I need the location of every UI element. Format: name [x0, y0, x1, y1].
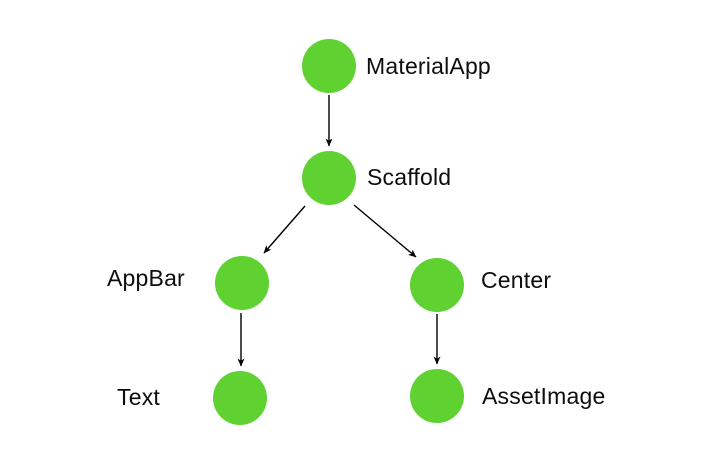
node-scaffold-label: Scaffold	[367, 164, 452, 190]
node-center-label: Center	[481, 267, 552, 293]
edge-scaffold-appbar	[263, 205, 306, 254]
node-center-circle	[410, 258, 464, 312]
node-text-label: Text	[117, 384, 160, 410]
node-materialapp-circle	[302, 39, 356, 93]
node-assetimage-circle	[410, 369, 464, 423]
node-scaffold-circle	[302, 151, 356, 205]
node-assetimage-label: AssetImage	[482, 383, 606, 409]
node-materialapp-label: MaterialApp	[366, 53, 491, 79]
node-appbar-label: AppBar	[107, 265, 185, 291]
node-text-circle	[213, 371, 267, 425]
node-appbar-circle	[215, 256, 269, 310]
edge-scaffold-center	[353, 204, 417, 258]
